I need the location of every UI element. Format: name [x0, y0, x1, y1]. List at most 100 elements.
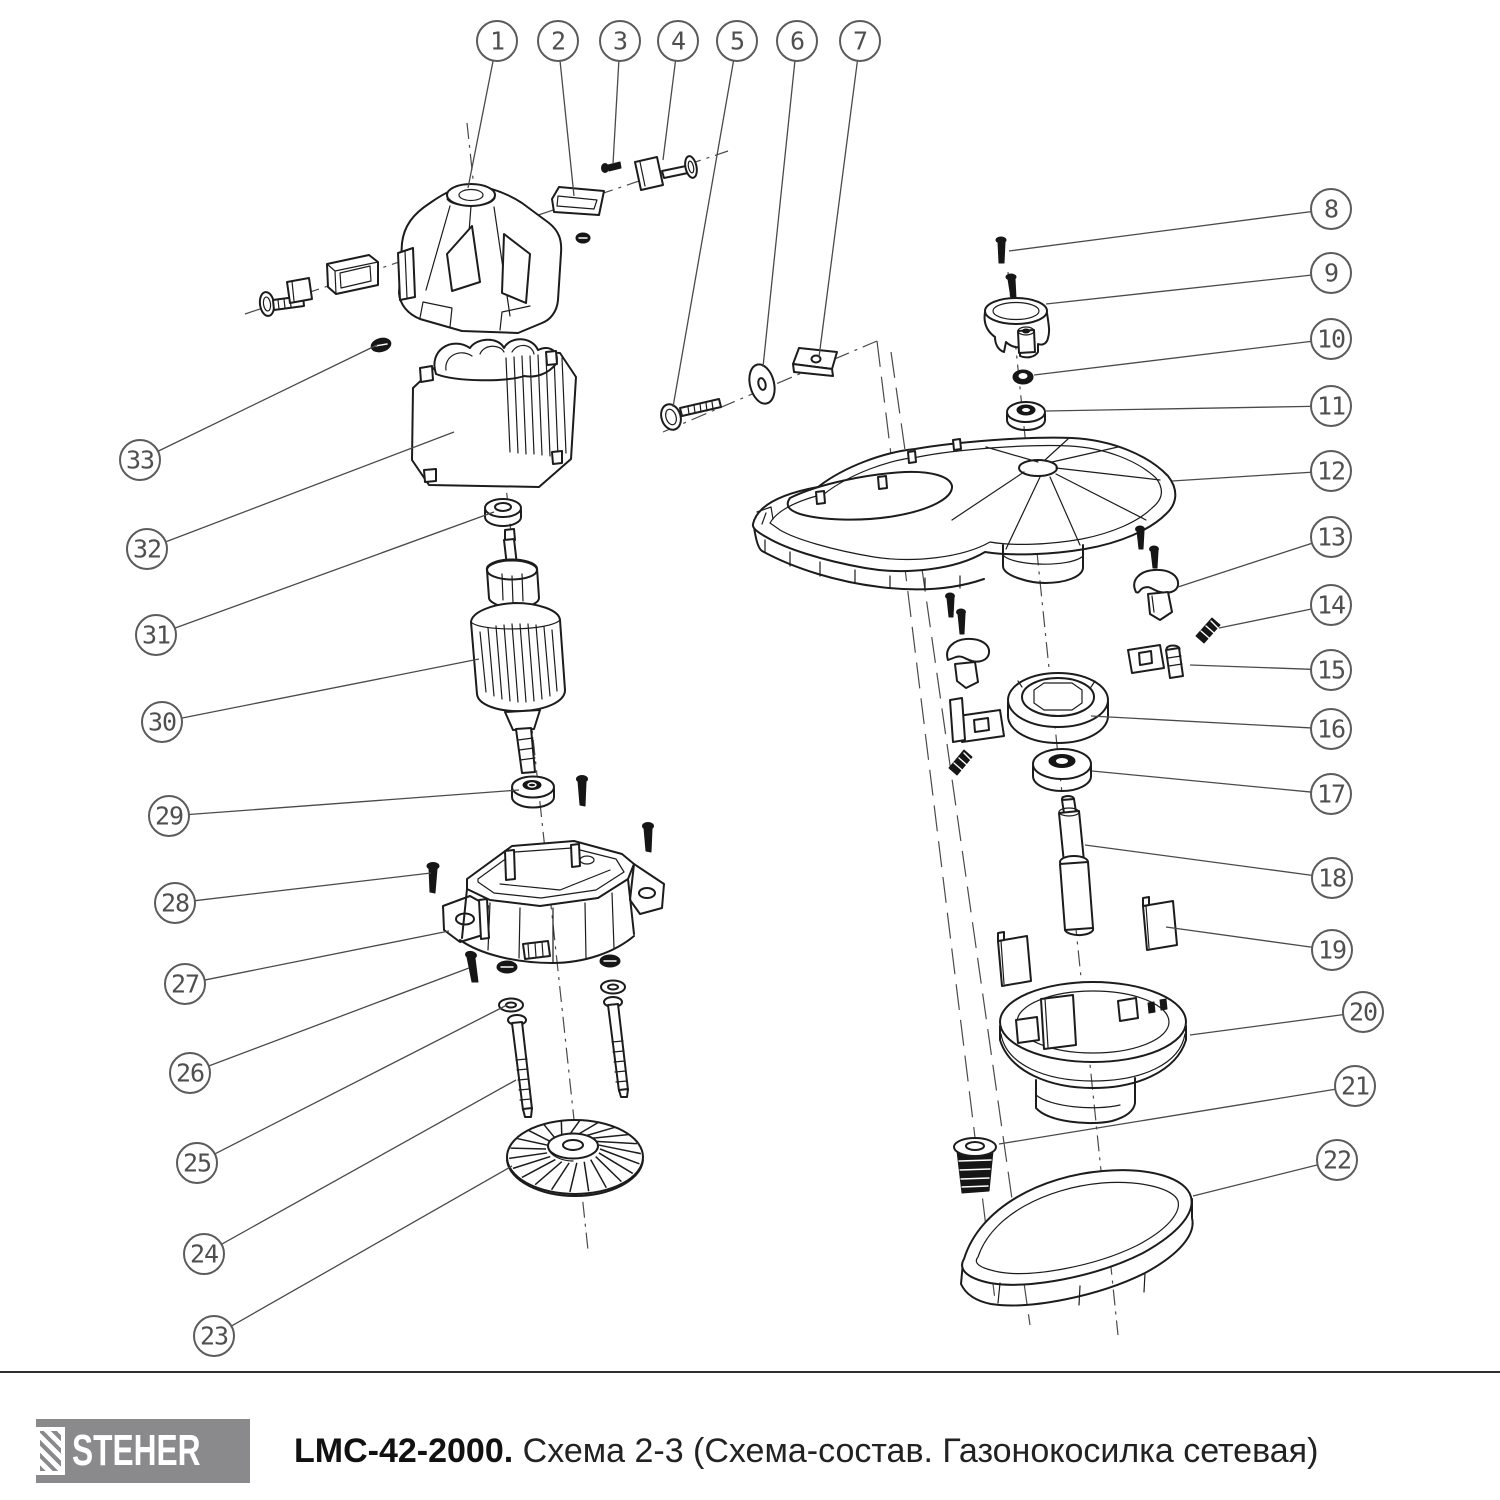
callout-number-1: 1	[490, 27, 504, 56]
leader-line-6	[762, 60, 796, 368]
callout-number-13: 13	[1317, 523, 1345, 552]
brand-logo-text: STEHER	[71, 1426, 201, 1475]
part-brush-holder	[551, 186, 605, 216]
callout-11: 11	[1045, 385, 1352, 427]
callout-number-2: 2	[551, 27, 565, 56]
leader-line-25	[214, 1004, 508, 1155]
callout-number-18: 18	[1318, 864, 1346, 893]
callout-circle-28	[154, 882, 196, 924]
callout-32: 32	[126, 431, 455, 570]
callout-20: 20	[1189, 991, 1384, 1036]
part-knob-9	[983, 297, 1051, 359]
callout-circle-12	[1310, 450, 1352, 492]
callout-circle-15	[1310, 649, 1352, 691]
callout-13: 13	[1177, 516, 1352, 588]
callout-circle-7	[839, 20, 881, 62]
callout-26: 26	[169, 967, 470, 1094]
callout-12: 12	[1171, 450, 1352, 492]
figure-subtitle: Схема 2-3 (Схема-состав. Газонокосилка с…	[522, 1431, 1319, 1470]
leader-line-18	[1084, 844, 1313, 876]
part-motor-housing-top	[397, 183, 563, 334]
part-clamp-13	[1133, 568, 1180, 621]
callout-14: 14	[1218, 584, 1352, 629]
callout-number-17: 17	[1317, 780, 1345, 809]
callout-circle-21	[1334, 1065, 1376, 1107]
callout-circle-18	[1311, 857, 1353, 899]
callout-circle-4	[657, 20, 699, 62]
leader-line-3	[612, 60, 620, 165]
part-deck-12	[751, 436, 1177, 591]
leader-line-19	[1165, 926, 1313, 948]
part-lever-left	[949, 697, 1005, 743]
callout-circle-20	[1342, 991, 1384, 1033]
leader-line-30	[181, 658, 480, 719]
leader-line-14	[1218, 608, 1312, 629]
callout-6: 6	[762, 20, 818, 368]
part-bolt-5	[660, 398, 722, 431]
housing-screws-28	[426, 775, 654, 894]
callout-circle-22	[1316, 1139, 1358, 1181]
callout-circle-19	[1311, 929, 1353, 971]
callout-4: 4	[657, 20, 699, 161]
callout-circle-32	[126, 528, 168, 570]
callout-24: 24	[183, 1079, 517, 1275]
part-plate-7	[792, 347, 838, 377]
leader-line-11	[1045, 405, 1312, 412]
part-fan-23	[506, 1119, 644, 1197]
callout-number-10: 10	[1317, 325, 1345, 354]
leader-line-28	[194, 872, 432, 902]
callout-number-28: 28	[161, 889, 189, 918]
leader-line-24	[221, 1079, 517, 1245]
leader-line-17	[1091, 770, 1312, 793]
callout-number-23: 23	[200, 1322, 228, 1351]
leader-line-1	[467, 60, 494, 189]
footer-divider	[0, 1371, 1500, 1373]
callout-number-11: 11	[1317, 392, 1345, 421]
part-bearing-17	[1032, 748, 1092, 792]
part-nut-33	[370, 232, 591, 353]
callout-circle-2	[537, 20, 579, 62]
leader-line-7	[818, 60, 859, 358]
part-spool-housing-20	[999, 981, 1187, 1125]
callout-circle-25	[176, 1142, 218, 1184]
leader-line-22	[1192, 1164, 1318, 1197]
callout-15: 15	[1189, 649, 1352, 691]
part-ring-16	[1007, 672, 1109, 744]
callout-circle-11	[1310, 385, 1352, 427]
leader-line-29	[188, 789, 520, 816]
callout-number-20: 20	[1349, 998, 1377, 1027]
part-spring-left	[948, 749, 973, 776]
brand-logo-icon	[36, 1427, 65, 1475]
callout-number-30: 30	[148, 708, 176, 737]
leader-line-9	[1045, 274, 1312, 305]
leader-line-20	[1189, 1013, 1344, 1036]
leader-line-21	[998, 1088, 1336, 1145]
part-clamp-left	[946, 637, 991, 689]
callout-17: 17	[1091, 770, 1352, 815]
callout-number-27: 27	[171, 970, 199, 999]
part-armature	[470, 528, 566, 774]
part-lever-15	[1127, 644, 1184, 679]
callout-number-15: 15	[1317, 656, 1345, 685]
callout-circle-31	[135, 614, 177, 656]
screws-8-9	[995, 236, 1017, 299]
callout-1: 1	[467, 20, 518, 189]
callout-33: 33	[119, 344, 378, 481]
callout-circle-16	[1310, 708, 1352, 750]
callout-number-32: 32	[133, 535, 161, 564]
leader-line-12	[1171, 471, 1312, 482]
callout-number-16: 16	[1317, 715, 1345, 744]
leader-line-10	[1033, 340, 1312, 376]
callout-10: 10	[1033, 318, 1352, 376]
long-bolts-24	[507, 996, 629, 1118]
part-bearing-29	[511, 775, 555, 809]
callout-29: 29	[148, 789, 520, 837]
callout-number-9: 9	[1324, 259, 1338, 288]
callout-circle-30	[141, 701, 183, 743]
callout-27: 27	[164, 930, 450, 1005]
callout-circle-27	[164, 963, 206, 1005]
callout-circle-8	[1310, 188, 1352, 230]
leader-line-33	[157, 344, 378, 452]
